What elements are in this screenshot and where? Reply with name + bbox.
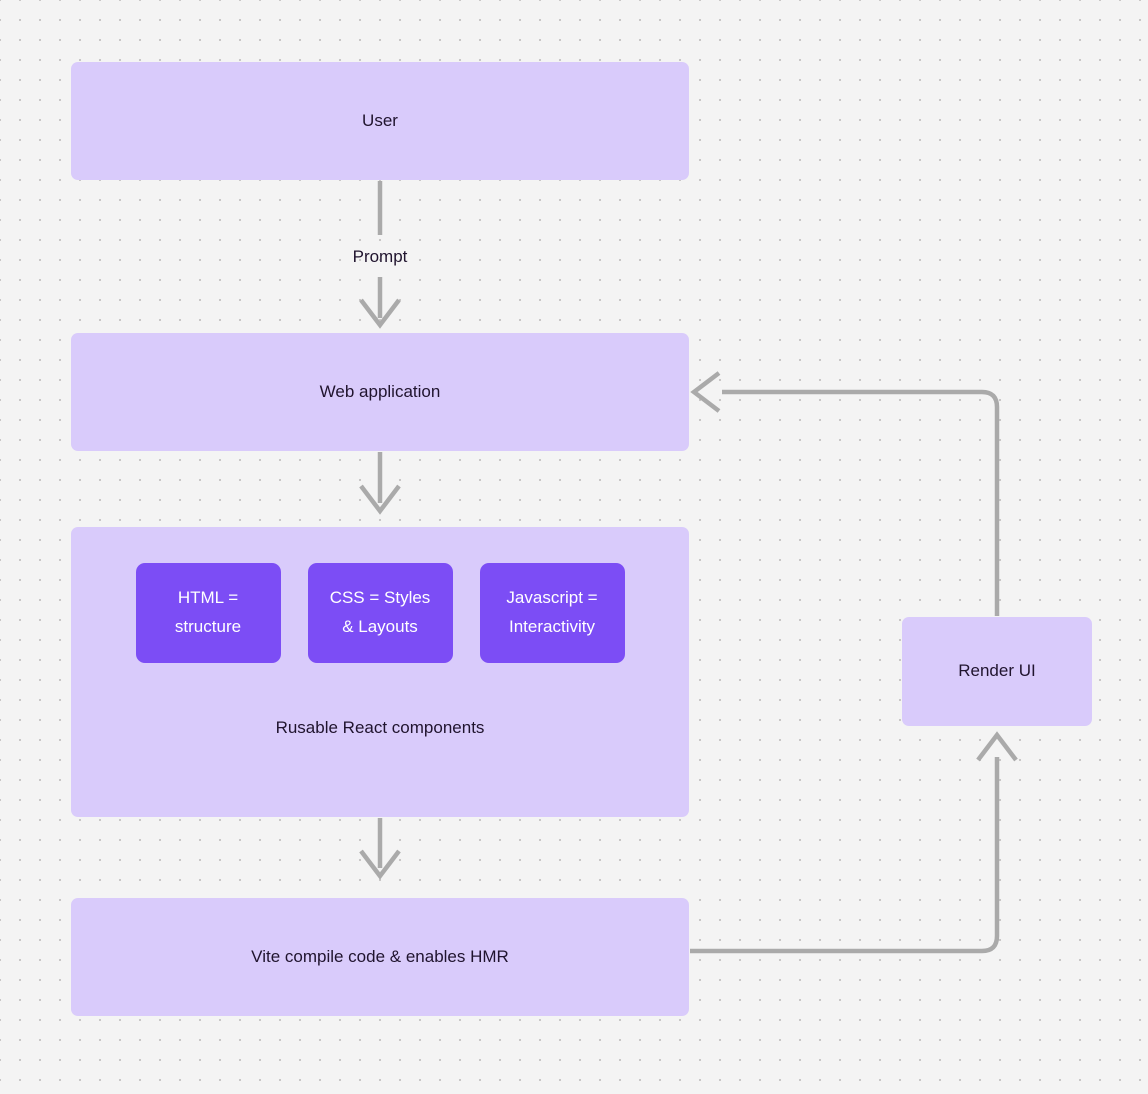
node-web-application-label: Web application [319,381,441,401]
chip-html[interactable]: HTML = structure [135,563,281,663]
node-render-ui-label: Render UI [958,661,1036,681]
node-render-ui[interactable]: Render UI [902,617,1092,726]
chip-css[interactable]: CSS = Styles & Layouts [307,563,453,663]
arrowhead-down-to-vite [359,849,401,880]
chip-javascript-line2: Interactivity [509,617,595,636]
node-vite[interactable]: Vite compile code & enables HMR [71,898,689,1016]
chip-css-line2: & Layouts [342,617,418,636]
chip-html-line2: structure [174,617,242,636]
arrowhead-up-to-render-ui [976,731,1018,762]
components-caption: Rusable React components [275,718,485,737]
edge-render-ui-to-webapp [722,389,1000,616]
arrowhead-down-to-components [359,484,401,515]
chip-css-line1: CSS = Styles [329,588,431,608]
node-web-application[interactable]: Web application [71,333,689,451]
node-vite-label: Vite compile code & enables HMR [251,946,509,966]
node-components-group[interactable]: HTML = structure CSS = Styles & Layouts … [71,527,689,817]
chip-row: HTML = structure CSS = Styles & Layouts … [71,563,689,663]
chip-javascript-line1: Javascript = [506,588,598,608]
arrowhead-down-to-webapp [359,298,401,329]
node-user-label: User [362,110,398,130]
edge-vite-to-render-ui [690,757,1000,954]
chip-javascript[interactable]: Javascript = Interactivity [479,563,625,663]
arrowhead-left-to-webapp [690,371,721,413]
chip-html-line1: HTML = [177,588,239,608]
edge-label-prompt: Prompt [352,247,408,266]
node-user[interactable]: User [71,62,689,180]
